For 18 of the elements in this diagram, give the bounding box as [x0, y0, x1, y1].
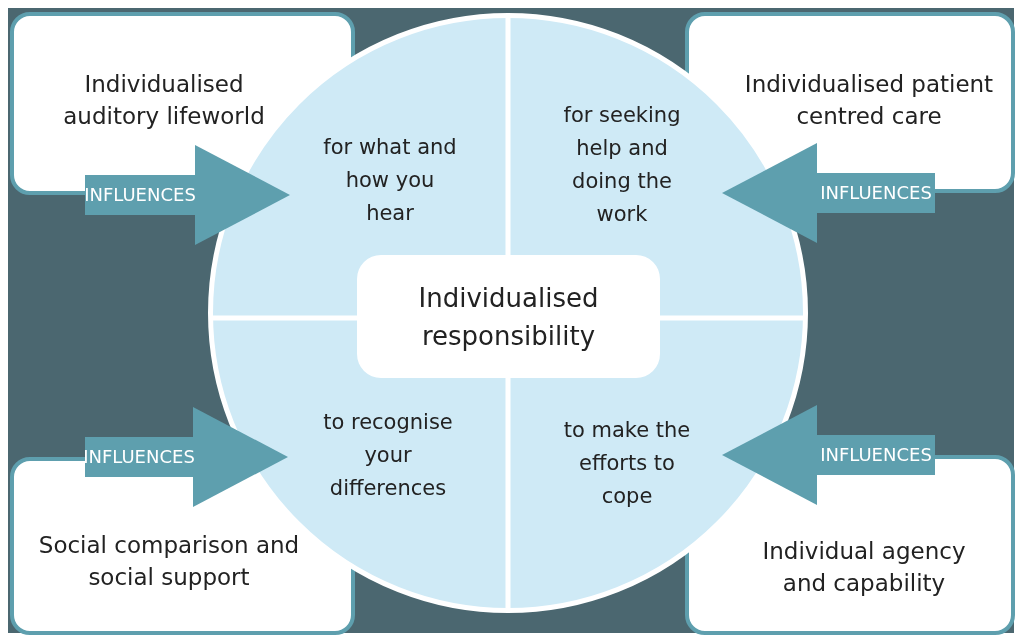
node-text: to make the efforts to cope — [562, 416, 692, 510]
box-text: Social comparison and social support — [37, 531, 301, 592]
block-arrow — [722, 405, 935, 505]
center-box — [357, 255, 660, 378]
box-text: Individual agency and capability — [761, 537, 967, 598]
node-text: Individualised responsibility — [417, 281, 600, 353]
edge-label: INFLUENCES — [84, 183, 196, 207]
box-text: Individualised patient centred care — [743, 70, 995, 131]
block-arrow — [722, 143, 935, 243]
block-arrow — [85, 407, 288, 507]
edge-label: INFLUENCES — [83, 445, 195, 469]
node-text: to recognise your differences — [322, 408, 454, 502]
node-text: for what and how you hear — [322, 133, 458, 227]
node-text: for seeking help and doing the work — [562, 102, 682, 228]
edge-label: INFLUENCES — [820, 181, 932, 205]
box-text: Individualised auditory lifeworld — [62, 70, 266, 131]
block-arrow — [85, 145, 290, 245]
edge-label: INFLUENCES — [820, 443, 932, 467]
